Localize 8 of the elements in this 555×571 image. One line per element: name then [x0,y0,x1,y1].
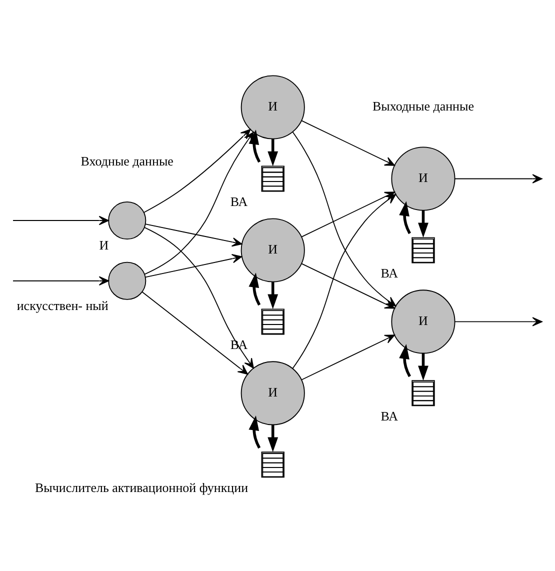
node-label: И [99,237,109,252]
node-label: ВА [380,265,398,280]
label: Входные данные [80,153,174,168]
node-label: Вычислитель активационной функции [34,480,248,495]
node-label: ВА [380,408,398,424]
node-label: искусствен- ный [16,298,108,313]
label: Выходные данные [372,98,474,114]
node-label: ВА [230,194,248,209]
